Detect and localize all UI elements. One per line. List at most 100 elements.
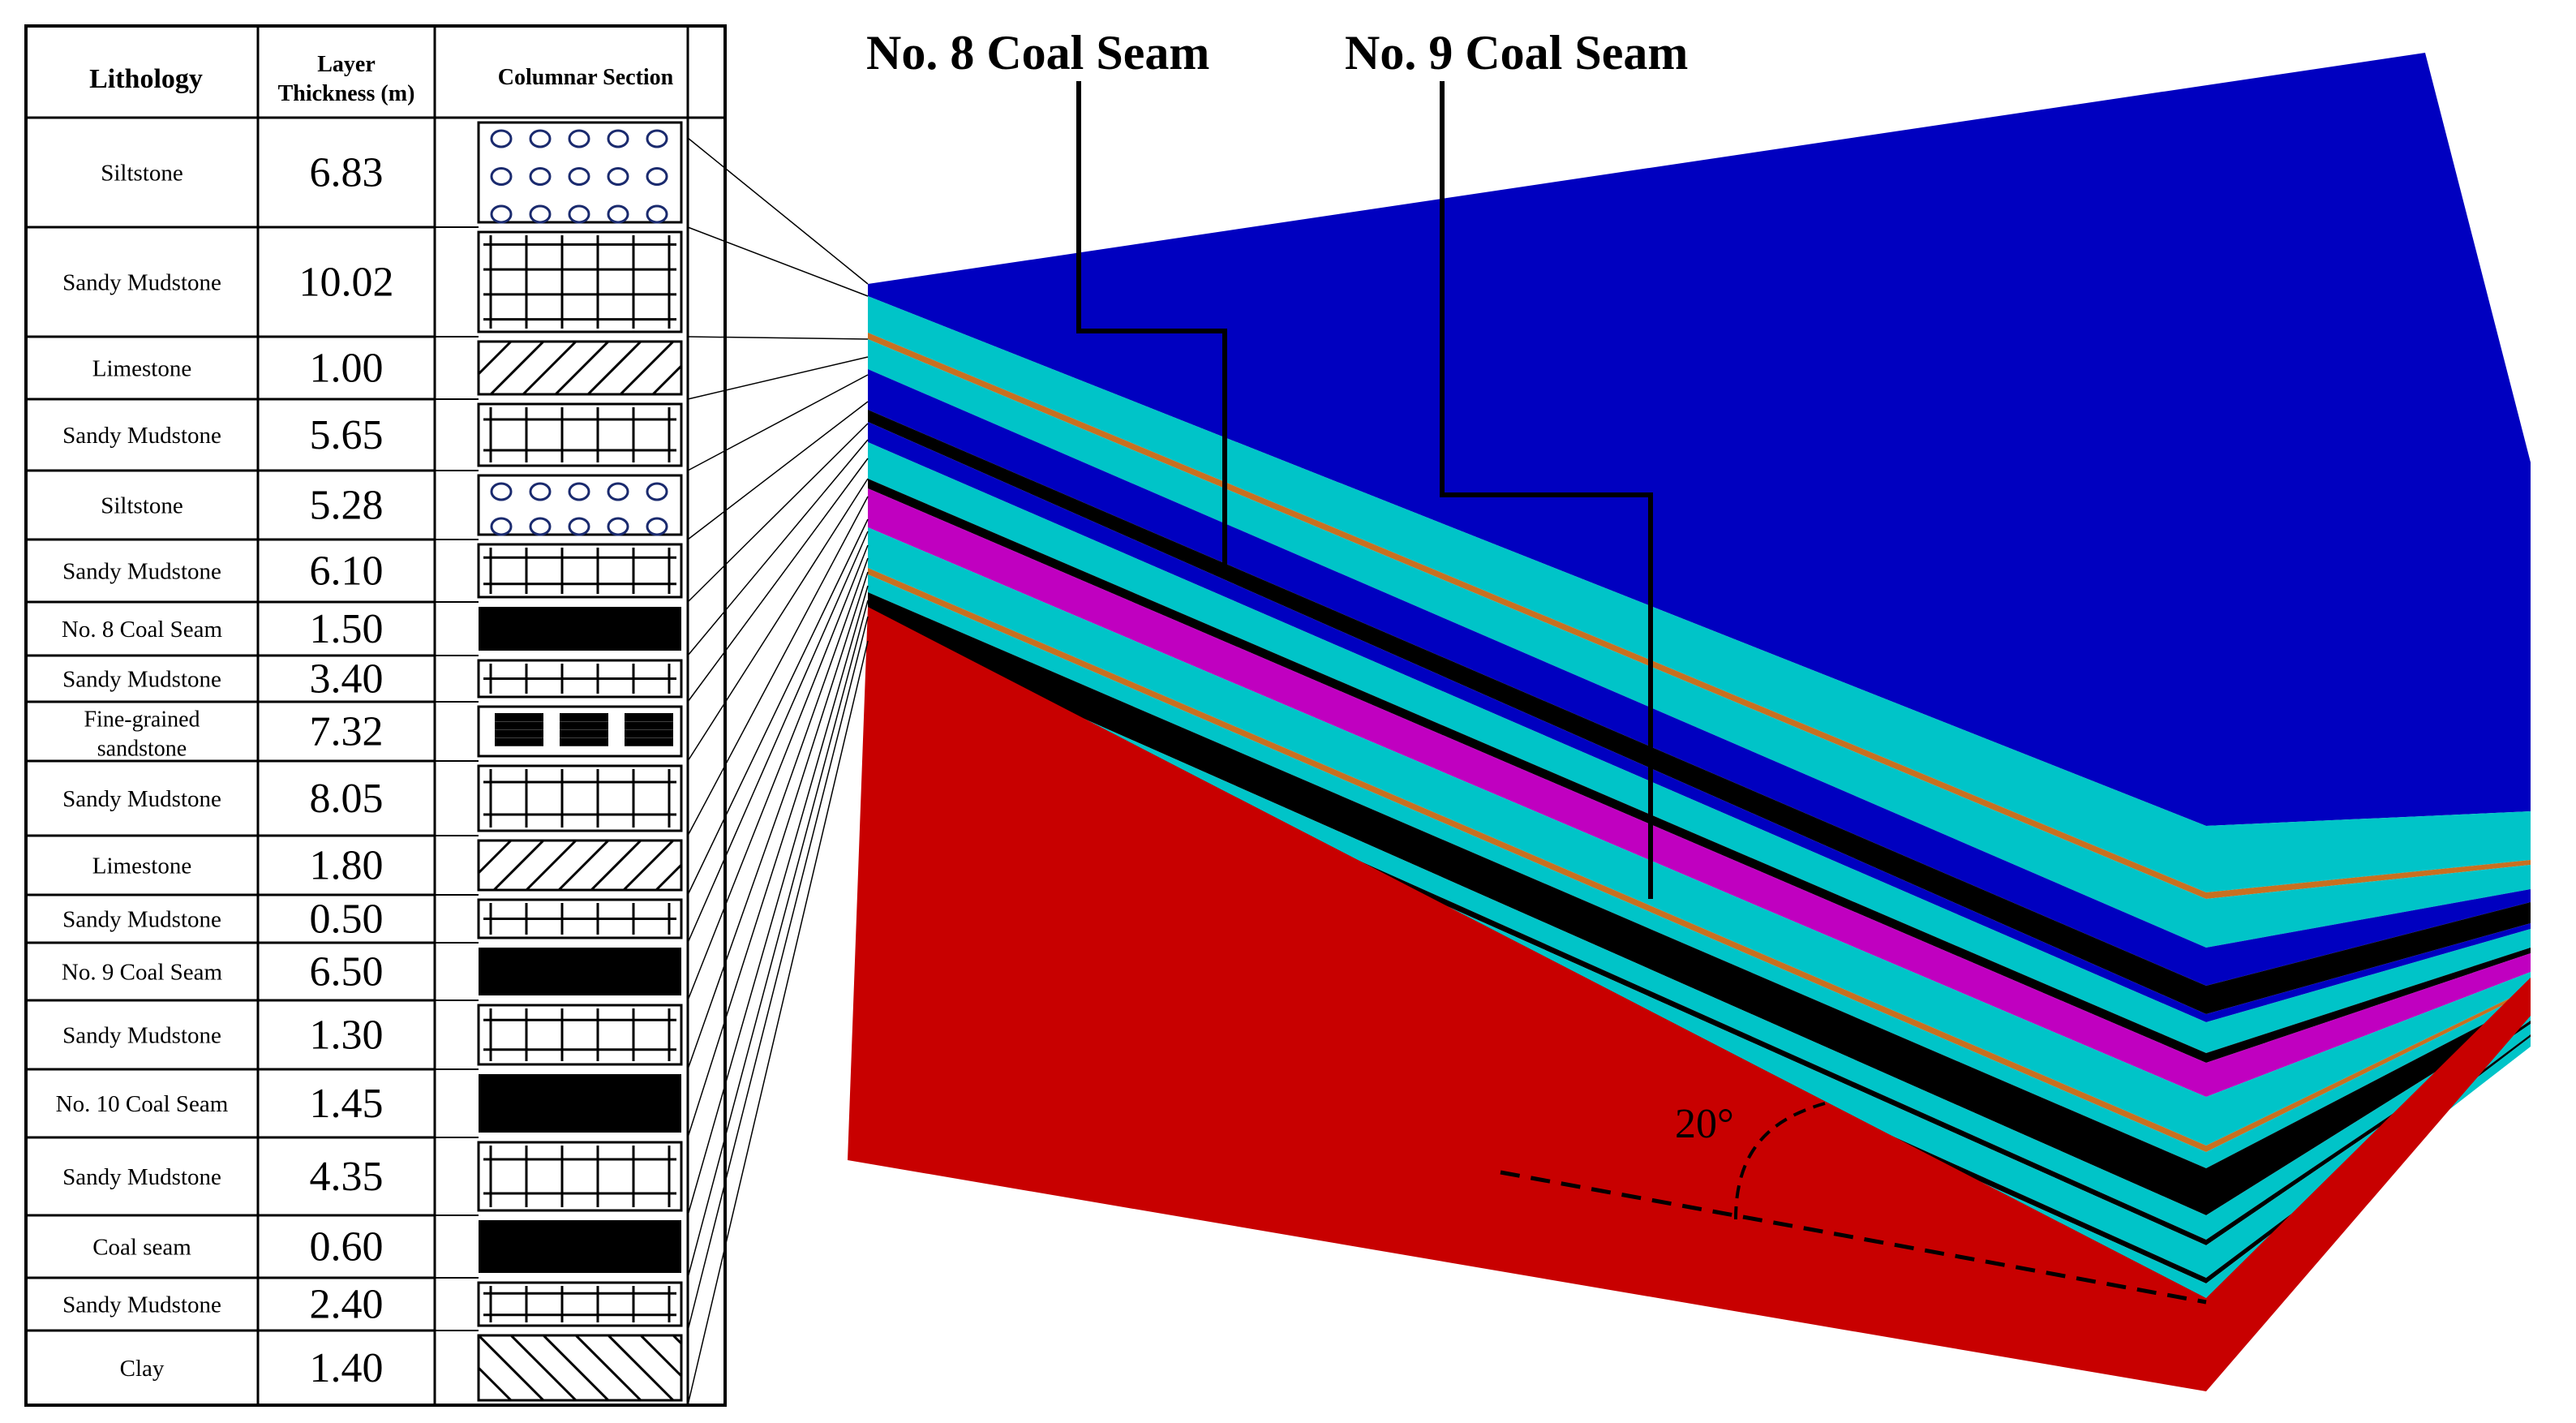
stratigraphic-table: Lithology Layer Thickness (m) Columnar S… bbox=[24, 24, 869, 1407]
connector-line bbox=[687, 226, 869, 297]
table-row: No. 9 Coal Seam 6.50 bbox=[26, 941, 681, 995]
connector-line bbox=[687, 531, 869, 944]
connector-lines bbox=[687, 137, 869, 1406]
connector-line bbox=[687, 585, 869, 1216]
thickness-value: 0.60 bbox=[310, 1224, 384, 1270]
connector-line bbox=[687, 423, 869, 603]
lithology-label: Coal seam bbox=[92, 1235, 191, 1261]
table-row: Clay 1.40 bbox=[26, 1329, 683, 1402]
column-pattern-coal bbox=[435, 1068, 681, 1133]
lithology-label: No. 9 Coal Seam bbox=[62, 960, 223, 986]
header-thickness-line2: Thickness (m) bbox=[278, 81, 415, 106]
lithology-label-line2: sandstone bbox=[97, 737, 187, 762]
connector-line bbox=[687, 616, 869, 1331]
lithology-label: Sandy Mudstone bbox=[62, 1292, 221, 1318]
connector-line bbox=[687, 137, 869, 285]
column-pattern-crosses bbox=[435, 1000, 683, 1066]
thickness-value: 4.35 bbox=[310, 1154, 384, 1200]
column-pattern-hatch bbox=[435, 336, 683, 396]
column-pattern-coal bbox=[435, 942, 681, 995]
thickness-value: 6.10 bbox=[310, 548, 384, 595]
geological-model: 20° No. 8 Coal Seam No. 9 Coal Seam bbox=[848, 26, 2531, 1391]
thickness-value: 7.32 bbox=[310, 709, 384, 755]
connector-line bbox=[687, 600, 869, 1279]
thickness-value: 1.80 bbox=[310, 843, 384, 889]
table-row: No. 10 Coal Seam 1.45 bbox=[26, 1068, 681, 1133]
thickness-value: 6.83 bbox=[310, 150, 384, 196]
dip-angle-label: 20° bbox=[1675, 1101, 1734, 1147]
table-row: Sandy Mudstone 6.10 bbox=[26, 538, 683, 599]
thickness-value: 2.40 bbox=[310, 1282, 384, 1328]
column-pattern-crosses bbox=[435, 760, 683, 832]
lithology-label: No. 8 Coal Seam bbox=[62, 617, 223, 643]
table-row: Limestone 1.00 bbox=[26, 335, 683, 396]
table-row: Sandy Mudstone 5.65 bbox=[26, 398, 683, 467]
connector-line bbox=[687, 478, 869, 762]
table-row: Sandy Mudstone 0.50 bbox=[26, 893, 683, 943]
seam8-leader-line bbox=[1076, 81, 1227, 576]
header-lithology: Lithology bbox=[89, 64, 203, 94]
connector-line bbox=[687, 336, 869, 340]
stratum-band bbox=[868, 442, 2531, 1053]
connector-line bbox=[687, 401, 869, 540]
column-pattern-crosses bbox=[435, 539, 683, 599]
column-pattern-crosses bbox=[435, 655, 683, 699]
lithology-label: Sandy Mudstone bbox=[62, 1023, 221, 1049]
dip-reference-line bbox=[1500, 1170, 2207, 1305]
table-row: Sandy Mudstone 1.30 bbox=[26, 999, 683, 1066]
thickness-value: 10.02 bbox=[299, 260, 394, 306]
connector-line bbox=[687, 640, 869, 1406]
lithology-label: Limestone bbox=[92, 853, 191, 879]
column-pattern-dashes bbox=[435, 701, 683, 758]
table-row: Sandy Mudstone 4.35 bbox=[26, 1136, 683, 1212]
thickness-value: 1.45 bbox=[310, 1081, 384, 1127]
lithology-label: Limestone bbox=[92, 356, 191, 382]
lithology-label: Clay bbox=[120, 1356, 165, 1382]
thickness-value: 5.65 bbox=[310, 412, 384, 458]
thickness-value: 6.50 bbox=[310, 949, 384, 995]
thickness-value: 3.40 bbox=[310, 656, 384, 703]
column-pattern-crosses bbox=[435, 226, 683, 333]
lithology-label: Sandy Mudstone bbox=[62, 559, 221, 585]
connector-line bbox=[687, 496, 869, 836]
connector-line bbox=[687, 374, 869, 471]
lithology-label: No. 10 Coal Seam bbox=[56, 1091, 229, 1117]
stratum-band bbox=[868, 339, 2531, 948]
column-pattern-coal bbox=[435, 601, 681, 651]
seam8-label: No. 8 Coal Seam bbox=[866, 26, 1209, 80]
thickness-value: 1.00 bbox=[310, 346, 384, 392]
connector-line bbox=[687, 356, 869, 400]
thickness-value: 5.28 bbox=[310, 483, 384, 529]
lithology-label: Sandy Mudstone bbox=[62, 907, 221, 933]
table-row: No. 8 Coal Seam 1.50 bbox=[26, 600, 681, 652]
model-base-block bbox=[848, 607, 2531, 1391]
model-top-surface bbox=[868, 53, 2531, 826]
connector-line bbox=[687, 439, 869, 656]
lithology-label: Sandy Mudstone bbox=[62, 1164, 221, 1190]
column-pattern-crosses bbox=[435, 398, 683, 467]
column-pattern-crosses bbox=[435, 1277, 683, 1327]
thickness-value: 0.50 bbox=[310, 896, 384, 943]
header-columnar-section: Columnar Section bbox=[498, 65, 674, 90]
column-pattern-crosses bbox=[435, 894, 683, 939]
lithology-label: Sandy Mudstone bbox=[62, 786, 221, 812]
thickness-value: 1.30 bbox=[310, 1012, 384, 1059]
stratum-band bbox=[868, 479, 2531, 1063]
thickness-value: 1.50 bbox=[310, 606, 384, 652]
table-row: Sandy Mudstone 2.40 bbox=[26, 1276, 683, 1328]
stratum-layers bbox=[868, 296, 2531, 1298]
thickness-value: 1.40 bbox=[310, 1345, 384, 1391]
connector-line bbox=[687, 544, 869, 1001]
dip-angle-arc bbox=[1734, 1102, 1826, 1220]
lithology-label: Sandy Mudstone bbox=[62, 423, 221, 449]
connector-line bbox=[687, 557, 869, 1070]
seam9-leader-line bbox=[1440, 81, 1653, 899]
